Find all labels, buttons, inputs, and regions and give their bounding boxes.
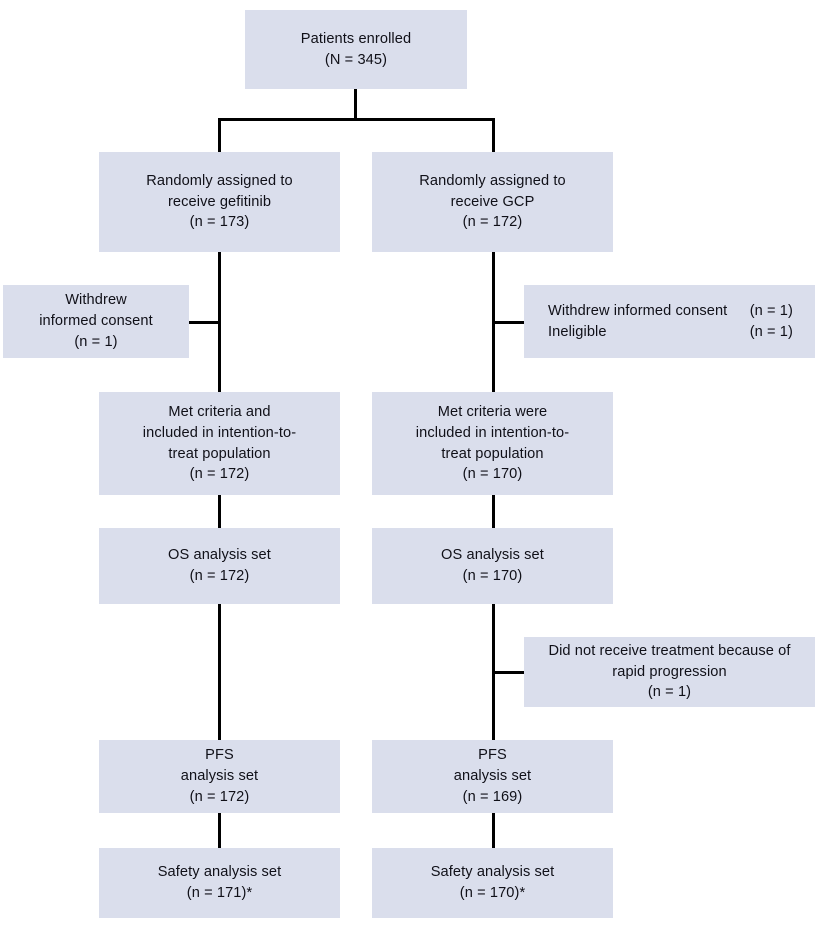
- node-line: Patients enrolled: [300, 30, 412, 47]
- node-line: analysis set: [180, 768, 259, 785]
- node-randomly-assigned-gcp: Randomly assigned to receive GCP (n = 17…: [372, 152, 613, 252]
- node-line: PFS: [478, 747, 507, 764]
- node-withdrew-consent-left: Withdrew informed consent (n = 1): [3, 285, 189, 358]
- connector-right-excluded-stub: [492, 321, 525, 324]
- node-line: Met criteria were: [437, 404, 548, 421]
- connector-left-withdrew-stub: [188, 321, 220, 324]
- node-line: (n = 172): [462, 214, 523, 231]
- node-os-analysis-left: OS analysis set (n = 172): [99, 528, 340, 604]
- node-line: analysis set: [453, 768, 532, 785]
- node-line: Randomly assigned to: [419, 172, 566, 189]
- node-line: (n = 172): [189, 466, 250, 483]
- node-line: included in intention-to-: [415, 424, 570, 441]
- node-line: treat population: [168, 445, 271, 462]
- node-line: (n = 170): [462, 466, 523, 483]
- excluded-count: (n = 1): [749, 302, 793, 319]
- node-safety-analysis-left: Safety analysis set (n = 171)*: [99, 848, 340, 918]
- node-line: (n = 169): [462, 788, 523, 805]
- node-os-analysis-right: OS analysis set (n = 170): [372, 528, 613, 604]
- node-line: (n = 171)*: [186, 885, 253, 901]
- node-line: Safety analysis set: [430, 864, 555, 881]
- node-itt-right: Met criteria were included in intention-…: [372, 392, 613, 495]
- node-line: informed consent: [39, 313, 153, 330]
- connector-right-pfs-to-safety: [492, 813, 495, 848]
- connector-right-no-treatment-stub: [492, 671, 525, 674]
- node-line: receive GCP: [450, 193, 535, 210]
- connector-left-os-to-pfs: [218, 604, 221, 740]
- node-line: (n = 1): [647, 684, 692, 701]
- connector-split-to-right-arm: [492, 118, 495, 154]
- node-line: (n = 172): [189, 568, 250, 584]
- connector-split-to-left-arm: [218, 118, 221, 154]
- connector-split-horizontal: [218, 118, 495, 121]
- node-line: (N = 345): [324, 51, 388, 68]
- node-line: Safety analysis set: [157, 864, 282, 881]
- node-patients-enrolled: Patients enrolled (N = 345): [245, 10, 467, 89]
- node-line: (n = 170): [462, 568, 523, 584]
- excluded-label: Withdrew informed consent: [548, 302, 728, 319]
- node-randomly-assigned-gefitinib: Randomly assigned to receive gefitinib (…: [99, 152, 340, 252]
- excluded-label: Ineligible: [548, 323, 607, 340]
- node-line: treat population: [441, 445, 544, 462]
- node-line: rapid progression: [612, 663, 727, 680]
- connector-enrolled-to-split: [354, 88, 357, 120]
- node-no-treatment-right: Did not receive treatment because of rap…: [524, 637, 815, 707]
- node-excluded-right: Withdrew informed consent (n = 1) Inelig…: [524, 285, 815, 358]
- node-line: (n = 170)*: [459, 885, 526, 901]
- node-pfs-analysis-left: PFS analysis set (n = 172): [99, 740, 340, 813]
- node-line: Met criteria and: [168, 404, 271, 421]
- connector-left-pfs-to-safety: [218, 813, 221, 848]
- node-pfs-analysis-right: PFS analysis set (n = 169): [372, 740, 613, 813]
- connector-right-itt-to-os: [492, 495, 495, 528]
- node-itt-left: Met criteria and included in intention-t…: [99, 392, 340, 495]
- excluded-row-ineligible: Ineligible (n = 1): [548, 322, 793, 343]
- node-line: Randomly assigned to: [146, 172, 293, 189]
- node-line: OS analysis set: [441, 547, 544, 564]
- node-line: (n = 173): [189, 214, 250, 231]
- excluded-row-withdrew: Withdrew informed consent (n = 1): [548, 301, 793, 322]
- node-line: receive gefitinib: [167, 193, 272, 210]
- node-line: Withdrew: [65, 292, 127, 309]
- node-line: Did not receive treatment because of: [548, 642, 791, 659]
- node-line: (n = 172): [189, 788, 250, 805]
- node-safety-analysis-right: Safety analysis set (n = 170)*: [372, 848, 613, 918]
- node-line: OS analysis set: [168, 547, 271, 564]
- excluded-count: (n = 1): [749, 323, 793, 340]
- node-line: PFS: [205, 747, 234, 764]
- node-line: included in intention-to-: [142, 424, 297, 441]
- node-line: (n = 1): [74, 333, 118, 350]
- connector-left-itt-to-os: [218, 495, 221, 528]
